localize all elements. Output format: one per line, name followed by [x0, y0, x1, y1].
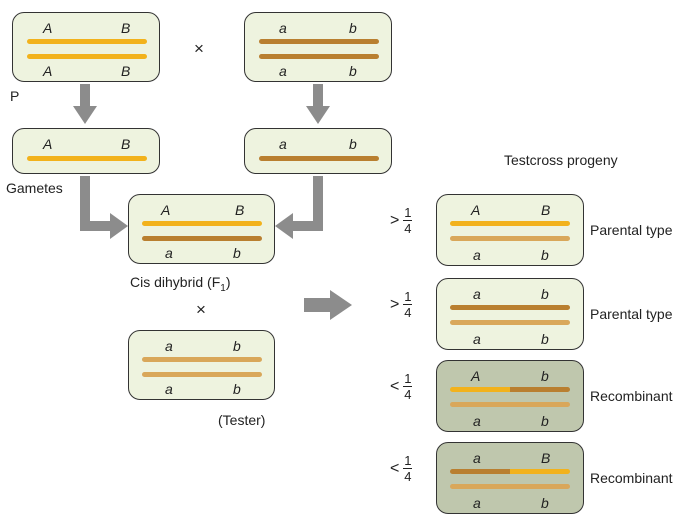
cross-symbol: × — [194, 39, 204, 58]
chromosome-dominant — [27, 39, 147, 44]
chromosome-recessive-light — [450, 236, 570, 241]
arrow-p-right-to-gamete — [306, 84, 330, 124]
testcross-progeny-title: Testcross progeny — [504, 152, 618, 168]
chromosome-recessive — [450, 305, 570, 310]
allele-label: B — [541, 202, 551, 218]
cis-dihybrid-label: Cis dihybrid (F1) — [130, 274, 231, 294]
allele-label: a — [473, 450, 481, 466]
allele-label: a — [473, 495, 481, 511]
chromosome-dominant — [27, 54, 147, 59]
chromosome-recessive — [259, 54, 379, 59]
allele-label: b — [233, 381, 241, 397]
chromosome-recessive — [259, 156, 379, 161]
chromosome-recessive-light — [450, 484, 570, 489]
chromosome-recessive-light — [142, 357, 262, 362]
allele-label: b — [349, 20, 357, 36]
allele-label: a — [473, 247, 481, 263]
f1-cis-dihybrid-box: A B a b — [128, 194, 275, 264]
progeny-type-label: Recombinant — [590, 470, 673, 486]
allele-label: A — [43, 136, 53, 152]
allele-label: B — [541, 450, 551, 466]
allele-label: B — [235, 202, 245, 218]
progeny-box-recombinant: A b a b — [436, 360, 584, 432]
allele-label: b — [541, 368, 549, 384]
gamete-dominant-box: A B — [12, 128, 160, 174]
allele-label: a — [279, 136, 287, 152]
chromosome-recessive — [142, 236, 262, 241]
allele-label: a — [165, 338, 173, 354]
chromosome-dominant — [142, 221, 262, 226]
allele-label: b — [541, 286, 549, 302]
allele-label: A — [43, 20, 53, 36]
chromosome-dominant — [450, 221, 570, 226]
progeny-type-label: Recombinant — [590, 388, 673, 404]
allele-label: b — [233, 338, 241, 354]
allele-label: b — [541, 247, 549, 263]
tester-label: (Tester) — [218, 412, 266, 428]
allele-label: b — [541, 413, 549, 429]
progeny-type-label: Parental type — [590, 222, 673, 238]
allele-label: a — [473, 286, 481, 302]
allele-label: B — [121, 136, 131, 152]
allele-label: a — [165, 381, 173, 397]
allele-label: A — [471, 202, 481, 218]
arrow-to-progeny — [304, 290, 352, 320]
arrow-gamete-right-to-f1 — [275, 176, 323, 239]
parent-recessive-box: a b a b — [244, 12, 392, 82]
progeny-box-recombinant: a B a b — [436, 442, 584, 514]
cross-symbol: × — [196, 300, 206, 319]
allele-label: b — [349, 63, 357, 79]
allele-label: b — [349, 136, 357, 152]
gamete-recessive-box: a b — [244, 128, 392, 174]
chromosome-recessive-light — [450, 402, 570, 407]
chromosome-recessive-light — [142, 372, 262, 377]
allele-label: A — [161, 202, 171, 218]
allele-label: b — [233, 245, 241, 261]
allele-label: a — [473, 331, 481, 347]
allele-label: a — [473, 413, 481, 429]
allele-label: B — [121, 63, 131, 79]
allele-label: a — [165, 245, 173, 261]
allele-label: b — [541, 495, 549, 511]
chromosome-recessive — [259, 39, 379, 44]
progeny-box: A B a b — [436, 194, 584, 266]
chromosome-dominant — [27, 156, 147, 161]
allele-label: a — [279, 63, 287, 79]
chromosome-recessive-light — [450, 320, 570, 325]
chromosome-recombinant — [450, 469, 570, 474]
gametes-label: Gametes — [6, 180, 63, 196]
tester-box: a b a b — [128, 330, 275, 400]
arrow-gamete-left-to-f1 — [80, 176, 128, 239]
progeny-box: a b a b — [436, 278, 584, 350]
allele-label: a — [279, 20, 287, 36]
allele-label: B — [121, 20, 131, 36]
parent-dominant-box: A B A B — [12, 12, 160, 82]
allele-label: b — [541, 331, 549, 347]
progeny-type-label: Parental type — [590, 306, 673, 322]
arrow-p-left-to-gamete — [73, 84, 97, 124]
allele-label: A — [471, 368, 481, 384]
generation-label-p: P — [10, 88, 20, 104]
chromosome-recombinant — [450, 387, 570, 392]
allele-label: A — [43, 63, 53, 79]
